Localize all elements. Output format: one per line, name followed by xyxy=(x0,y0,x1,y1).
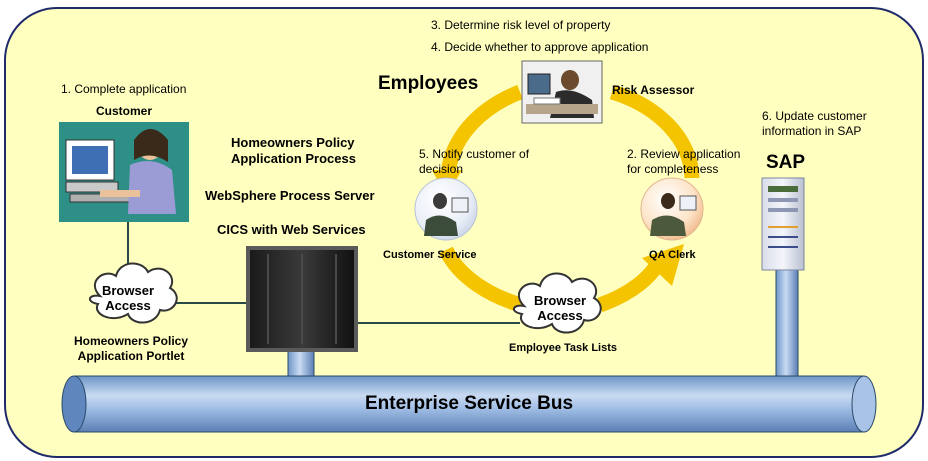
cics-label: CICS with Web Services xyxy=(217,222,366,237)
enterprise-service-bus xyxy=(61,375,877,433)
step-6-label-line2: information in SAP xyxy=(762,124,862,138)
process-server-label: WebSphere Process Server xyxy=(205,188,375,203)
process-label-line2: Application Process xyxy=(231,151,356,166)
browser-access-left-line1: Browser xyxy=(101,283,155,298)
risk-assessor-label: Risk Assessor xyxy=(612,83,695,97)
bus-label: Enterprise Service Bus xyxy=(364,393,574,414)
step-2-label-line1: 2. Review application xyxy=(627,147,741,161)
qa-clerk-label: QA Clerk xyxy=(649,249,696,261)
browser-access-middle-line1: Browser xyxy=(533,293,587,308)
step-1-label: 1. Complete application xyxy=(61,82,187,96)
workflow-arrowhead-right xyxy=(642,244,684,286)
step-4-label: 4. Decide whether to approve application xyxy=(431,40,649,54)
pipe-server xyxy=(287,348,315,380)
step-5-label-line2: decision xyxy=(419,162,464,176)
browser-access-left-line2: Access xyxy=(105,298,151,313)
task-lists-label: Employee Task Lists xyxy=(509,342,618,354)
portlet-label-line2: Application Portlet xyxy=(77,349,185,363)
workflow-arrow-top xyxy=(440,85,523,177)
step-3-label: 3. Determine risk level of property xyxy=(431,18,611,32)
cics-server-image xyxy=(246,246,358,352)
qa-clerk-image xyxy=(640,177,704,241)
browser-access-middle-line2: Access xyxy=(537,308,583,323)
pipe-sap xyxy=(775,269,799,381)
customer-label: Customer xyxy=(96,104,153,118)
sap-label: SAP xyxy=(766,152,806,173)
step-2-label-line2: for completeness xyxy=(627,162,719,176)
process-label-line1: Homeowners Policy xyxy=(231,135,355,150)
sap-server-image xyxy=(761,177,805,271)
workflow-cycle xyxy=(432,84,700,315)
step-6-label-line1: 6. Update customer xyxy=(762,109,867,123)
customer-computer-image xyxy=(59,122,189,222)
customer-service-image xyxy=(414,177,478,241)
step-5-label-line1: 5. Notify customer of xyxy=(419,147,530,161)
browser-access-cloud-middle xyxy=(513,272,602,334)
workflow-arrow-right xyxy=(609,84,700,179)
browser-access-cloud-left xyxy=(89,262,178,324)
workflow-arrow-bottom-left xyxy=(439,246,530,315)
customer-service-label: Customer Service xyxy=(383,249,477,261)
portlet-label-line1: Homeowners Policy xyxy=(73,334,189,348)
risk-assessor-image xyxy=(521,60,603,124)
employees-label: Employees xyxy=(378,73,479,94)
